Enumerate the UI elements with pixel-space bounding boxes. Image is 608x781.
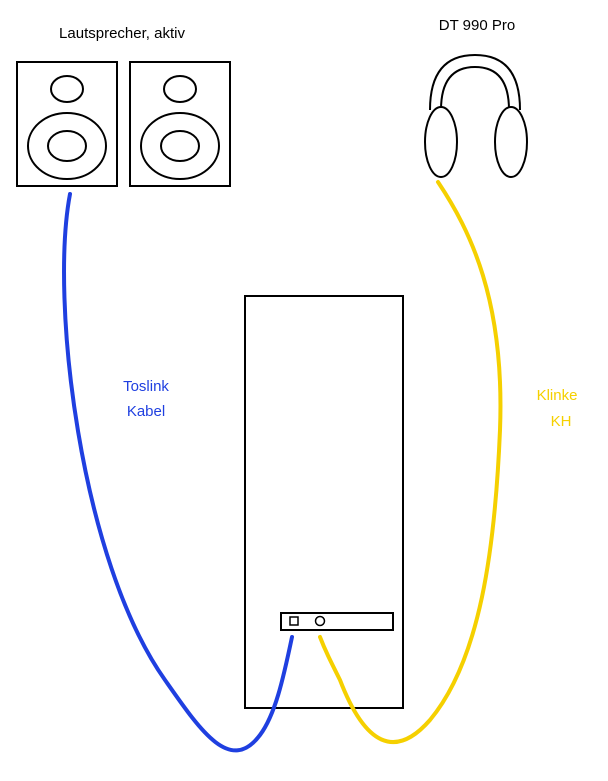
- audio-port-panel: [280, 612, 394, 631]
- headphone-jack-icon: [314, 615, 326, 627]
- klinke-label-line2: KH: [551, 413, 572, 430]
- speaker-left-icon: [16, 61, 118, 187]
- speaker-right-icon: [129, 61, 231, 187]
- klinke-label-line1: Klinke: [537, 387, 578, 404]
- speakers-label: Lautsprecher, aktiv: [59, 25, 185, 42]
- headphones-label: DT 990 Pro: [439, 17, 515, 34]
- pc-tower-icon: [244, 295, 404, 709]
- toslink-label-line1: Toslink: [123, 378, 169, 395]
- optical-port-icon: [289, 616, 299, 626]
- klinke-cable: [318, 180, 503, 745]
- toslink-cable: [62, 192, 294, 753]
- headphones-icon: [424, 53, 528, 178]
- toslink-label-line2: Kabel: [127, 403, 165, 420]
